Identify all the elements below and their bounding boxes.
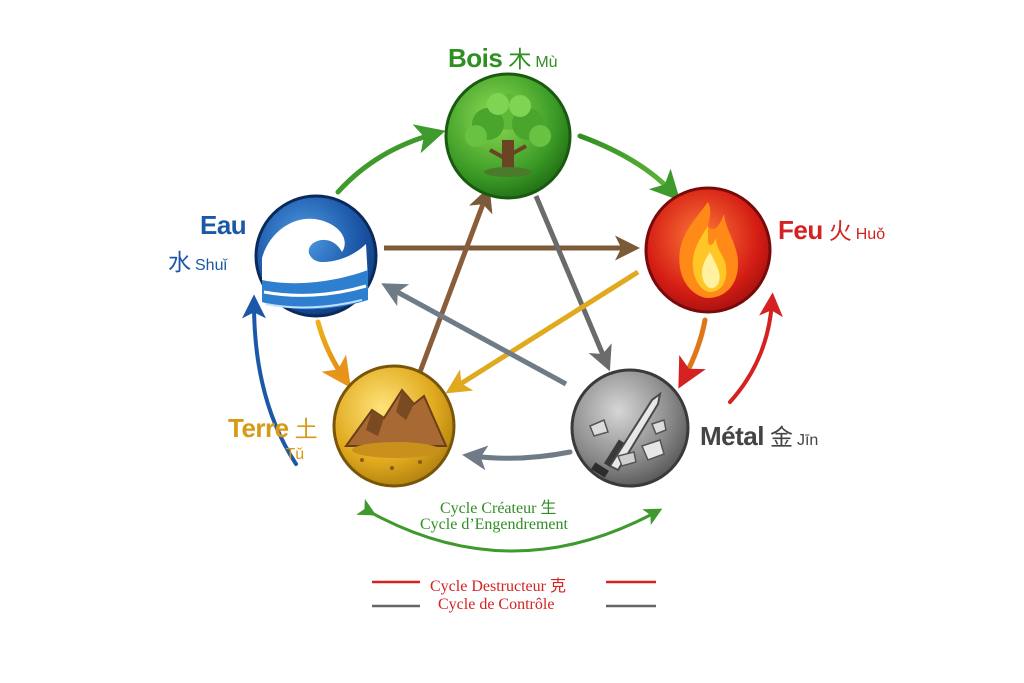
arrow-metal-to-eau	[381, 283, 568, 387]
sword-icon	[589, 391, 667, 478]
element-metal	[570, 368, 690, 488]
element-feu	[644, 186, 772, 314]
label-eau-hanzi: 水	[168, 249, 191, 275]
label-terre-hanzi: 土	[294, 416, 318, 442]
label-eau-name: Eau	[200, 210, 247, 240]
arrow-eau-to-terre	[315, 319, 351, 388]
arrow-eau-to-bois	[335, 124, 446, 195]
arrow-terre-to-eau	[242, 294, 298, 466]
tree-icon	[465, 93, 551, 177]
legend-creator-line2: Cycle d’Engendrement	[420, 516, 568, 533]
element-bois	[444, 72, 572, 200]
label-metal-pinyin: Jīn	[796, 432, 819, 449]
flame-icon	[679, 202, 738, 298]
element-eau	[254, 194, 378, 318]
legend-destruct-line1: Cycle Destructeur 克	[430, 578, 566, 595]
legend-creator-arrow	[356, 498, 663, 553]
label-eau-pinyin: Shuǐ	[195, 257, 228, 274]
label-bois-pinyin: Mù	[535, 54, 558, 71]
arrow-metal-to-terre	[462, 445, 573, 471]
label-bois-name: Bois	[448, 43, 503, 73]
wave-icon	[262, 218, 368, 310]
label-metal-name: Métal	[700, 421, 764, 451]
label-feu-pinyin: Huǒ	[855, 226, 886, 243]
arrow-metal-to-feu	[728, 292, 783, 404]
arrow-bois-to-metal	[533, 195, 612, 372]
arrow-feu-to-metal	[678, 317, 708, 389]
label-feu-name: Feu	[778, 215, 823, 245]
arrow-bois-to-feu	[577, 133, 681, 201]
legend-destruct-line2: Cycle de Contrôle	[438, 596, 555, 613]
label-terre-pinyin: Tǔ	[285, 446, 305, 463]
label-metal-hanzi: 金	[769, 424, 793, 450]
label-feu-hanzi: 火	[828, 218, 852, 244]
arrow-feu-to-terre	[445, 269, 640, 394]
label-bois-hanzi: 木	[508, 46, 532, 72]
arrow-terre-to-bois	[417, 186, 493, 373]
mountain-icon	[344, 388, 448, 470]
element-terre	[332, 364, 456, 488]
legend-creator-line1: Cycle Créateur 生	[440, 500, 557, 517]
label-terre-name: Terre	[228, 413, 289, 443]
